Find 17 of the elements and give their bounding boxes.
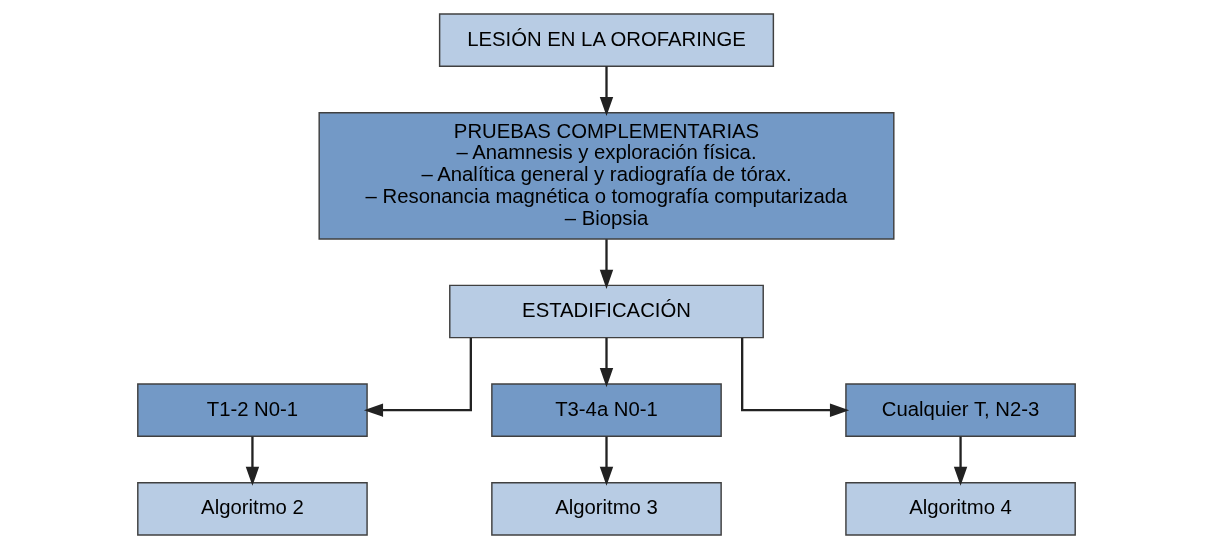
arrow	[741, 337, 850, 417]
arrow	[599, 436, 614, 486]
arrow	[599, 66, 614, 117]
arrow	[953, 436, 968, 486]
node-box: ESTADIFICACIÓN	[449, 284, 764, 339]
node-box: PRUEBAS COMPLEMENTARIAS – Anamnesis y exploración física. – Analítica general y radiografía de tórax. – Resonancia magnética o tomografía computarizada – Biopsia	[318, 112, 895, 240]
arrow	[245, 436, 260, 486]
node-box: Algoritmo 2	[137, 482, 368, 536]
node-box: LESIÓN EN LA OROFARINGE	[438, 13, 775, 67]
arrow	[363, 337, 472, 417]
node-box: Algoritmo 4	[845, 482, 1076, 536]
node-box: T3-4a N0-1	[491, 383, 722, 437]
node-box: T1-2 N0-1	[137, 383, 368, 437]
node-box: Cualquier T, N2-3	[845, 383, 1076, 437]
node-box: Algoritmo 3	[491, 482, 722, 536]
arrow	[599, 337, 614, 388]
arrow	[599, 239, 614, 289]
